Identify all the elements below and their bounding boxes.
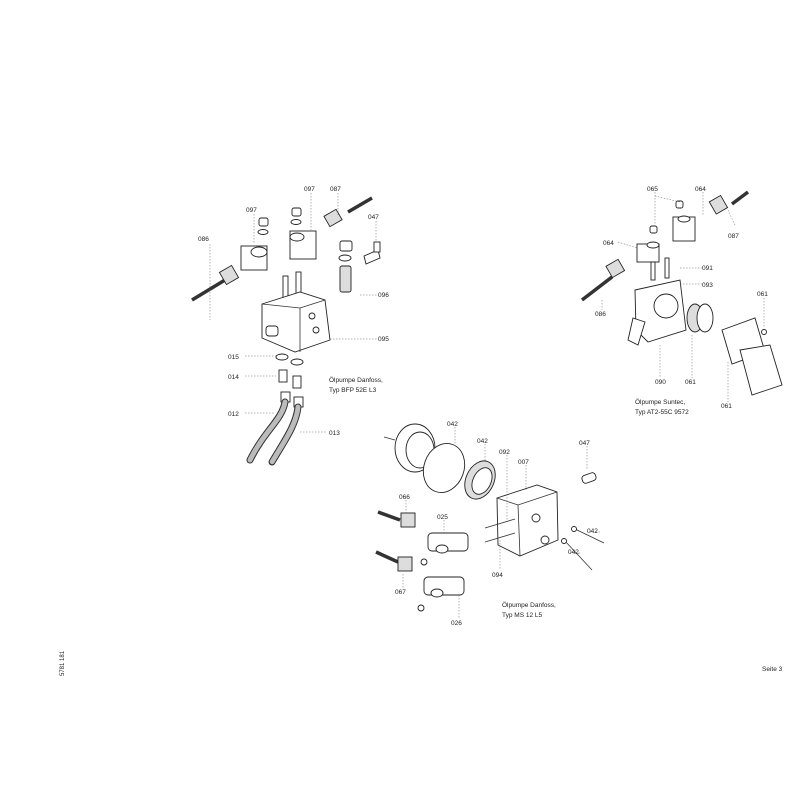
label-014: 014 xyxy=(228,374,239,381)
filter-cap xyxy=(339,240,353,252)
label-092: 092 xyxy=(499,449,510,456)
caption-line2: Typ BFP 52E L3 xyxy=(329,387,377,394)
label-042: 042 xyxy=(477,438,488,445)
label-090: 090 xyxy=(655,379,666,386)
label-013: 013 xyxy=(329,430,340,437)
pump-suntec-at2 xyxy=(580,190,783,402)
plug-087 xyxy=(708,194,729,215)
label-042: 042 xyxy=(568,549,579,556)
plug-087 xyxy=(323,208,343,228)
caption-line2: Typ AT2-55C 9572 xyxy=(635,409,689,416)
label-064: 064 xyxy=(603,240,614,247)
label-042: 042 xyxy=(587,528,598,535)
label-015: 015 xyxy=(228,354,239,361)
pump-body-095 xyxy=(261,291,331,353)
label-086: 086 xyxy=(198,236,209,243)
cable-087 xyxy=(347,196,373,214)
bottom-group-labels: 042 042 092 007 047 066 025 042 042 094 … xyxy=(395,421,598,627)
label-095: 095 xyxy=(378,336,389,343)
cable-067 xyxy=(375,550,399,564)
label-091: 091 xyxy=(702,265,713,272)
label-061: 061 xyxy=(685,379,696,386)
label-086: 086 xyxy=(595,311,606,318)
cable-086 xyxy=(191,278,226,302)
label-012: 012 xyxy=(228,411,239,418)
left-group-labels: 086 097 097 087 047 096 095 015 014 012 … xyxy=(198,186,389,437)
label-047: 047 xyxy=(579,440,590,447)
label-096: 096 xyxy=(378,292,389,299)
label-097: 097 xyxy=(246,207,257,214)
label-087: 087 xyxy=(728,233,739,240)
cable-087 xyxy=(730,190,750,206)
coil-026 xyxy=(423,576,465,596)
label-025: 025 xyxy=(437,514,448,521)
label-087: 087 xyxy=(330,186,341,193)
right-group-labels: 065 064 064 087 091 093 086 090 061 061 … xyxy=(595,186,768,416)
plug-086 xyxy=(605,258,626,279)
cover xyxy=(739,344,783,396)
plug-086 xyxy=(218,264,240,286)
label-094: 094 xyxy=(492,572,503,579)
caption-line2: Typ MS 12 L5 xyxy=(502,612,542,619)
label-007: 007 xyxy=(518,459,529,466)
caption-line1: Ölpumpe Suntec, xyxy=(635,398,685,406)
label-061: 061 xyxy=(721,403,732,410)
plug-067 xyxy=(397,556,413,572)
label-061: 061 xyxy=(757,291,768,298)
label-067: 067 xyxy=(395,589,406,596)
cable-086 xyxy=(580,275,614,302)
filter-096 xyxy=(339,265,352,293)
document-number: 5781 181 xyxy=(60,650,66,676)
o-ring-042 xyxy=(422,443,466,493)
label-064: 064 xyxy=(695,186,706,193)
label-042: 042 xyxy=(447,421,458,428)
label-065: 065 xyxy=(647,186,658,193)
fitting-047 xyxy=(363,249,381,265)
label-026: 026 xyxy=(451,620,462,627)
fitting-047 xyxy=(581,472,597,484)
block-007 xyxy=(496,484,559,557)
label-047: 047 xyxy=(368,214,379,221)
plug-066 xyxy=(400,512,416,528)
cable-066 xyxy=(377,510,401,522)
pump-danfoss-bfp xyxy=(191,193,381,466)
label-066: 066 xyxy=(399,494,410,501)
caption-line1: Ölpumpe Danfoss, xyxy=(329,376,383,384)
label-097: 097 xyxy=(304,186,315,193)
pump-danfoss-ms xyxy=(375,423,605,618)
label-093: 093 xyxy=(702,282,713,289)
caption-line1: Ölpumpe Danfoss, xyxy=(502,601,556,609)
page-label: Seite 3 xyxy=(762,666,783,673)
